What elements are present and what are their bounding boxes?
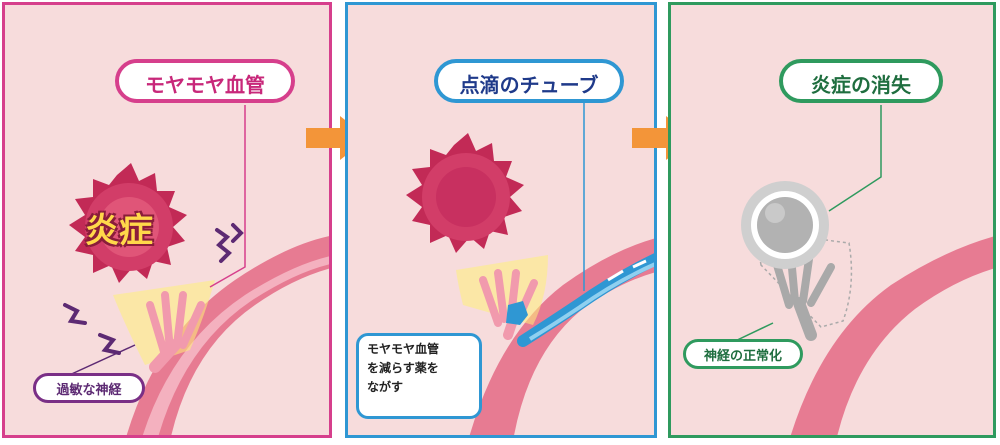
- bubble-line-3: ながす: [367, 378, 471, 397]
- bubble-line-1: モヤモヤ血管: [367, 340, 471, 359]
- bubble-line-2: を減らす薬を: [367, 359, 471, 378]
- panel-before: 炎症 モヤモヤ血管 過敏な神経: [2, 2, 332, 438]
- panel-after: 炎症の消失 神経の正常化: [668, 2, 996, 438]
- inflammation-label: 炎症: [85, 203, 153, 252]
- zigzag-mark: [217, 230, 229, 261]
- resolved-circle: [741, 181, 829, 269]
- label-nerve-normalized: 神経の正常化: [683, 339, 803, 369]
- blood-vessel: [789, 235, 996, 438]
- panel-treatment: 点滴のチューブ モヤモヤ血管 を減らす薬を ながす: [345, 2, 657, 438]
- title-inflammation-resolved: 炎症の消失: [779, 59, 943, 103]
- title-moyamoya-vessel: モヤモヤ血管: [115, 59, 295, 103]
- title-iv-tube: 点滴のチューブ: [434, 59, 624, 103]
- drug-description-bubble: モヤモヤ血管 を減らす薬を ながす: [356, 333, 482, 419]
- label-hypersensitive-nerve: 過敏な神経: [33, 373, 145, 403]
- inflammation-blob: [406, 133, 524, 253]
